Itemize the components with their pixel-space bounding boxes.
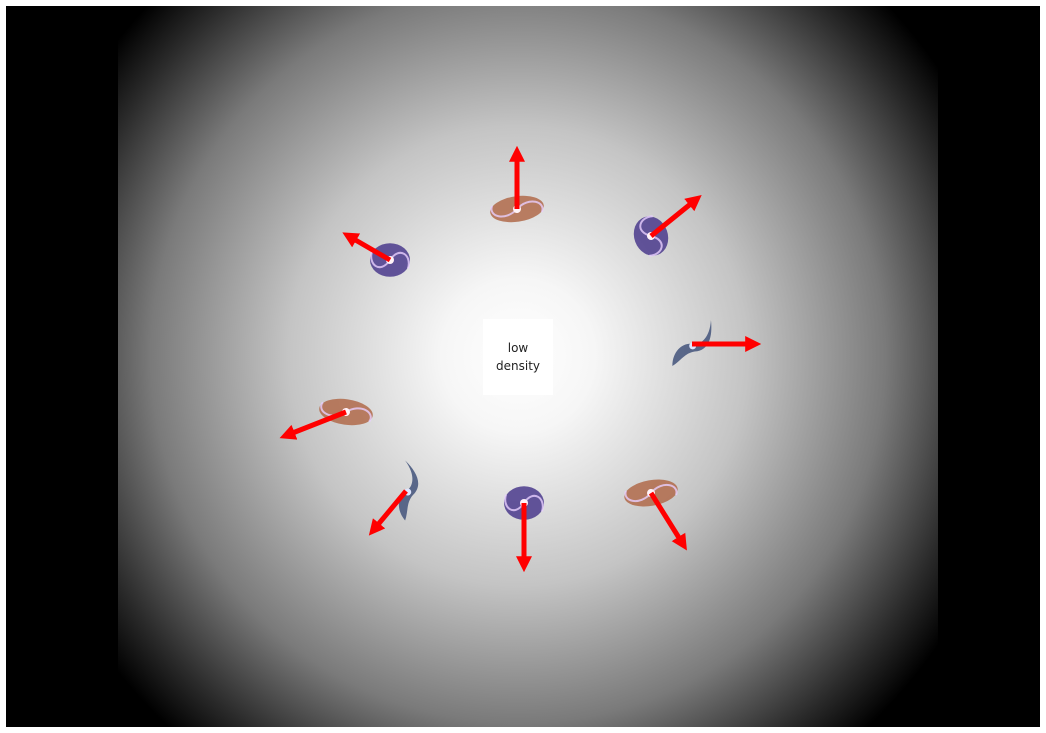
diagram-canvas: low density [6,6,1040,727]
label-line-1: low [508,339,529,357]
label-line-2: density [496,357,540,375]
low-density-label: low density [483,319,553,395]
